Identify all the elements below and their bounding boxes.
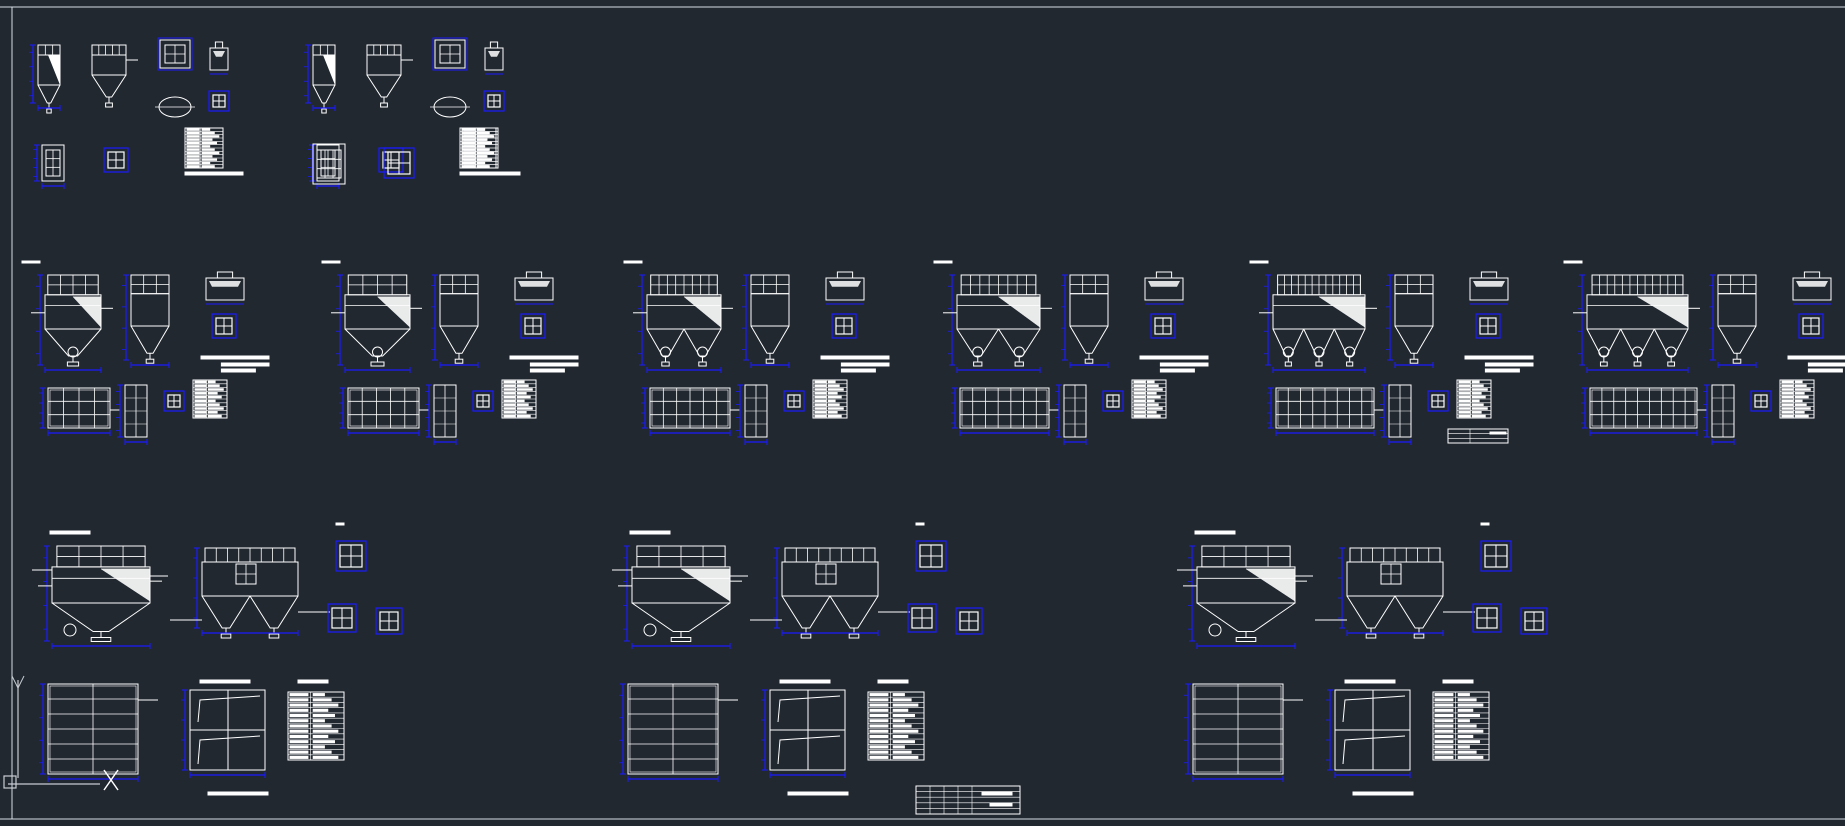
top-drawing-group-1 [29,37,244,189]
middle-drawing-group-5 [1249,260,1534,445]
top-drawing-group-2-extras [312,127,521,185]
bottom-drawing-group-3 [1177,522,1548,796]
middle-drawing-group-2 [321,260,579,445]
bottom-drawing-group-2 [612,522,983,796]
ucs-axis-icon [3,675,119,791]
middle-drawing-group-3 [623,260,890,445]
bottom-drawing-group-1 [32,522,403,796]
middle-drawing-group-4 [933,260,1209,445]
middle-drawing-group-6 [1563,260,1845,445]
middle-title-block [1447,428,1509,444]
drawing-title-block [915,785,1021,815]
middle-drawing-group-1 [21,260,270,445]
